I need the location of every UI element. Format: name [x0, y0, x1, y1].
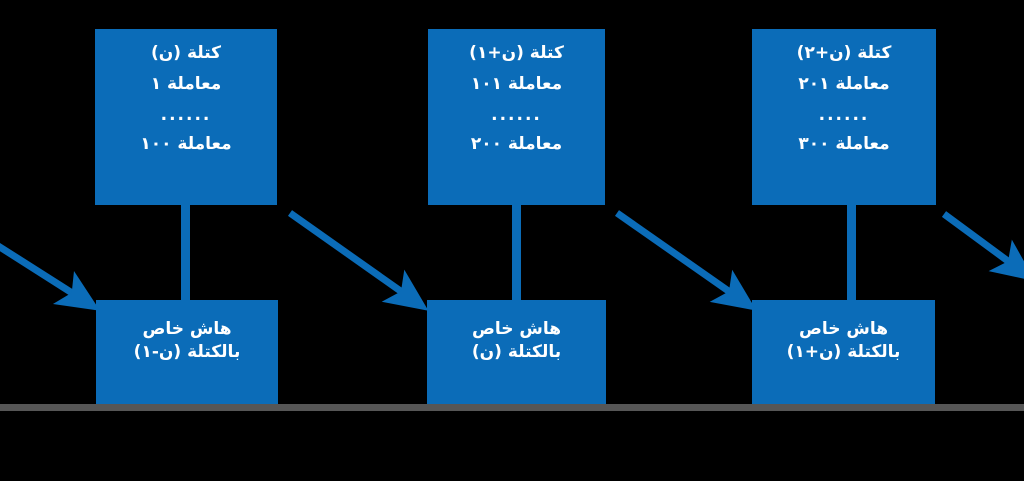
hash-box-3-line-1: هاش خاص: [798, 319, 889, 339]
hash-box-2: هاش خاص بالكتلة (ن): [427, 300, 606, 405]
hash-box-3-line-2: بالكتلة (ن+١): [786, 341, 901, 362]
hash-box-1-line-1: هاش خاص: [142, 319, 232, 339]
outgoing-arrow-to-next-block: [941, 211, 1024, 282]
incoming-arrow-from-previous-block: [0, 242, 101, 311]
block-3-last-transaction: معاملة ٣٠٠: [798, 133, 890, 154]
block-3-ellipsis: ......: [818, 104, 870, 125]
block-3-header: كتلة (ن+٢): [796, 43, 892, 63]
block-1: كتلة (ن) معاملة ١ ...... معاملة ١٠٠: [95, 29, 277, 205]
connector-block3-hash3: [847, 200, 856, 304]
hash-box-2-line-1: هاش خاص: [471, 319, 562, 339]
block-1-ellipsis: ......: [160, 104, 212, 125]
block-1-last-transaction: معاملة ١٠٠: [140, 133, 232, 154]
block-2-first-transaction: معاملة ١٠١: [470, 73, 563, 94]
baseline-bar: [0, 404, 1024, 411]
block-2-ellipsis: ......: [491, 104, 542, 125]
hash-box-2-line-2: بالكتلة (ن): [471, 341, 562, 362]
hash-box-1: هاش خاص بالكتلة (ن-١): [96, 300, 278, 405]
block-2: كتلة (ن+١) معاملة ١٠١ ...... معاملة ٢٠٠: [428, 29, 605, 205]
block-3: كتلة (ن+٢) معاملة ٢٠١ ...... معاملة ٣٠٠: [752, 29, 936, 205]
block-2-header: كتلة (ن+١): [469, 43, 564, 63]
arrow-block2-to-hash3: [614, 210, 757, 311]
block-1-header: كتلة (ن): [150, 43, 222, 63]
block-2-last-transaction: معاملة ٢٠٠: [470, 133, 563, 154]
arrow-block1-to-hash2: [287, 210, 429, 311]
block-3-first-transaction: معاملة ٢٠١: [798, 73, 890, 94]
connector-block2-hash2: [512, 200, 521, 304]
hash-box-1-line-2: بالكتلة (ن-١): [133, 341, 241, 362]
hash-box-3: هاش خاص بالكتلة (ن+١): [752, 300, 935, 405]
block-1-first-transaction: معاملة ١: [150, 73, 222, 94]
connector-block1-hash1: [181, 200, 190, 304]
